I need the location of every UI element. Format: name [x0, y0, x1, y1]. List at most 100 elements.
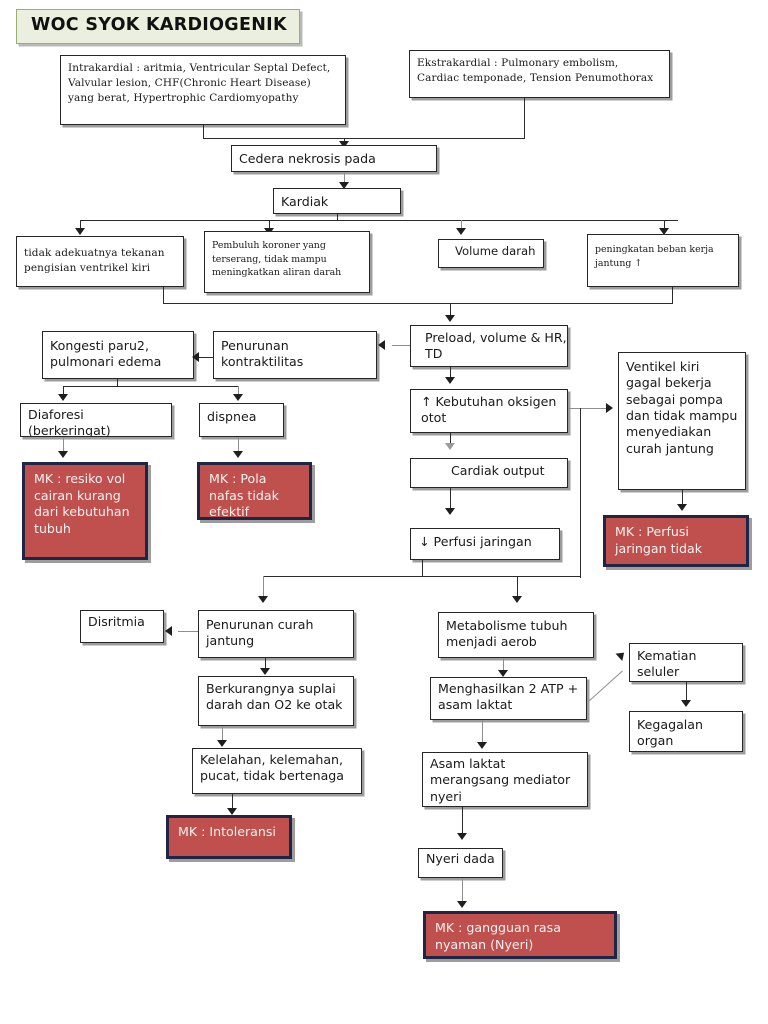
- node-metabolisme-label: Metabolisme tubuh menjadi aerob: [446, 618, 568, 650]
- node-berkurangnya-suplai-label: Berkurangnya suplai darah dan O2 ke otak: [206, 681, 343, 713]
- connector-curah-disritmia: [178, 631, 200, 633]
- node-disritmia-label: Disritmia: [88, 614, 145, 629]
- connector-kongesti-right: [238, 386, 240, 396]
- node-kematian-seluler: Kematian seluler: [629, 643, 743, 682]
- connector-kebutuhan-cardiak: [450, 433, 452, 445]
- arrow-to-diaforesis: [58, 394, 68, 401]
- arrow-branch-1: [75, 228, 85, 235]
- node-dispnea: dispnea: [199, 403, 284, 437]
- mk-perfusi-jaringan: MK : Perfusi jaringan tidak: [603, 515, 749, 567]
- connector-perfusi-bus: [263, 576, 581, 578]
- node-perfusi-jaringan: ↓ Perfusi jaringan: [410, 528, 560, 560]
- mk-intoleransi: MK : Intoleransi: [166, 815, 292, 859]
- connector-branch-4: [664, 220, 666, 230]
- arrow-to-kardiak: [339, 182, 349, 189]
- arrow-to-asam-laktat: [477, 742, 487, 749]
- arrow-to-nyeri: [457, 833, 467, 840]
- node-penurunan-kontraktilitas-label: Penurunan kontraktilitas: [221, 338, 304, 370]
- connector-adekuat-down: [163, 287, 165, 304]
- node-tidak-adekuat: tidak adekuatnya tekanan pengisian ventr…: [16, 236, 184, 287]
- connector-row3-bus: [163, 303, 673, 305]
- arrow-nyeri-mk: [457, 901, 467, 908]
- connector-cedera-kardiak: [344, 172, 346, 184]
- connector-asamlaktat-nyeri: [462, 807, 464, 835]
- node-asam-laktat: Asam laktat merangsang mediator nyeri: [422, 752, 588, 807]
- connector-menghasilkan-kematian: [585, 670, 623, 705]
- mk-pola-nafas-label: MK : Pola nafas tidak efektif: [209, 471, 279, 520]
- node-nyeri-dada: Nyeri dada: [418, 848, 503, 878]
- connector-kontraktilitas-kongesti: [198, 357, 214, 359]
- connector-bus-right-down: [517, 576, 519, 598]
- arrow-to-perfusi: [445, 508, 455, 515]
- arrow-kelelahan-mk: [227, 808, 237, 815]
- connector-nyeri-mk: [462, 878, 464, 904]
- page-title-text: WOC SYOK KARDIOGENIK: [31, 15, 287, 35]
- node-pembuluh-koroner-label: Pembuluh koroner yang terserang, tidak m…: [212, 240, 342, 279]
- mk-gangguan-rasa-nyaman-label: MK : gangguan rasa nyaman (Nyeri): [435, 920, 561, 952]
- node-ekstrakardial-label: Ekstrakardial : Pulmonary embolism, Card…: [417, 57, 654, 84]
- connector-kematian-kegagalan: [686, 682, 688, 702]
- node-penurunan-kontraktilitas: Penurunan kontraktilitas: [213, 331, 377, 379]
- node-intrakardial: Intrakardial : aritmia, Ventricular Sept…: [60, 55, 346, 125]
- connector-ventikel-mk: [682, 490, 684, 506]
- connector-kongesti-down: [117, 379, 119, 387]
- arrow-to-metabolisme: [512, 596, 522, 603]
- connector-kebutuhan-ventikel: [568, 408, 608, 410]
- connector-preload-kebutuhan: [450, 367, 452, 379]
- node-kematian-seluler-label: Kematian seluler: [637, 648, 697, 680]
- mk-pola-nafas: MK : Pola nafas tidak efektif: [197, 462, 312, 520]
- node-volume-darah: Volume darah: [438, 239, 544, 268]
- node-cardiak-output-label: Cardiak output: [451, 463, 545, 478]
- arrow-to-disritmia: [165, 626, 172, 636]
- node-penurunan-curah-label: Penurunan curah jantung: [206, 617, 314, 649]
- node-peningkatan-beban: peningkatan beban kerja jantung ↑: [587, 234, 739, 287]
- arrow-to-cardiak-output: [445, 443, 455, 450]
- node-cedera-nekrosis-label: Cedera nekrosis pada: [239, 151, 376, 166]
- node-disritmia: Disritmia: [80, 610, 164, 643]
- page-title: WOC SYOK KARDIOGENIK: [16, 9, 300, 44]
- arrow-to-kongesti: [192, 352, 199, 362]
- connector-branch-3: [461, 220, 463, 230]
- node-intrakardial-label: Intrakardial : aritmia, Ventricular Sept…: [68, 62, 331, 104]
- arrow-to-kegagalan: [681, 700, 691, 707]
- node-ventikel-kiri-label: Ventikel kiri gagal bekerja sebagai pomp…: [626, 359, 738, 456]
- connector-bus-left-down: [263, 576, 265, 598]
- connector-dispnea-mk: [238, 437, 240, 453]
- connector-atp-asamlaktat: [482, 720, 484, 744]
- connector-branch-2: [269, 220, 271, 230]
- arrow-to-kelelahan: [217, 740, 227, 747]
- connector-ekstrakardial-down: [524, 98, 526, 139]
- connector-perfusi-down: [422, 560, 424, 577]
- node-kelelahan: Kelelahan, kelemahan, pucat, tidak berte…: [192, 748, 362, 794]
- arrow-to-berkurangnya: [260, 668, 270, 675]
- connector-berkurang-kelelahan: [222, 726, 224, 742]
- connector-preload-kontraktilitas: [392, 345, 411, 347]
- node-pembuluh-koroner: Pembuluh koroner yang terserang, tidak m…: [204, 231, 370, 293]
- node-ventikel-kiri: Ventikel kiri gagal bekerja sebagai pomp…: [618, 352, 746, 490]
- arrow-to-ventikel: [606, 403, 613, 413]
- connector-kardiak-down: [337, 214, 339, 221]
- connector-rail-right: [580, 408, 582, 578]
- arrow-dispnea-mk: [233, 451, 243, 458]
- node-kebutuhan-oksigen-label: ↑ Kebutuhan oksigen otot: [421, 394, 557, 426]
- node-kegagalan-organ-label: Kegagalan organ: [637, 717, 704, 749]
- node-kardiak: Kardiak: [273, 188, 401, 214]
- node-menghasilkan-atp-label: Menghasilkan 2 ATP + asam laktat: [438, 681, 579, 713]
- node-penurunan-curah: Penurunan curah jantung: [198, 610, 354, 658]
- connector-cardiak-perfusi: [450, 488, 452, 510]
- connector-kongesti-left: [63, 386, 65, 396]
- node-menghasilkan-atp: Menghasilkan 2 ATP + asam laktat: [430, 677, 587, 720]
- node-ekstrakardial: Ekstrakardial : Pulmonary embolism, Card…: [409, 50, 670, 98]
- connector-bus-to-preload: [450, 303, 452, 317]
- node-kardiak-label: Kardiak: [281, 194, 329, 209]
- node-kegagalan-organ: Kegagalan organ: [629, 711, 743, 752]
- connector-diaforesis-mk: [63, 437, 65, 453]
- arrow-ventikel-mk: [677, 504, 687, 511]
- node-perfusi-jaringan-label: ↓ Perfusi jaringan: [419, 534, 532, 549]
- arrow-branch-3: [456, 228, 466, 235]
- node-kongesti-paru: Kongesti paru2, pulmonari edema: [42, 331, 194, 379]
- node-diaforesis-label: Diaforesi (berkeringat): [28, 407, 111, 437]
- arrow-to-penurunan-curah: [258, 596, 268, 603]
- connector-curah-berkurang: [265, 658, 267, 670]
- node-preload: Preload, volume & HR, TD: [410, 325, 568, 367]
